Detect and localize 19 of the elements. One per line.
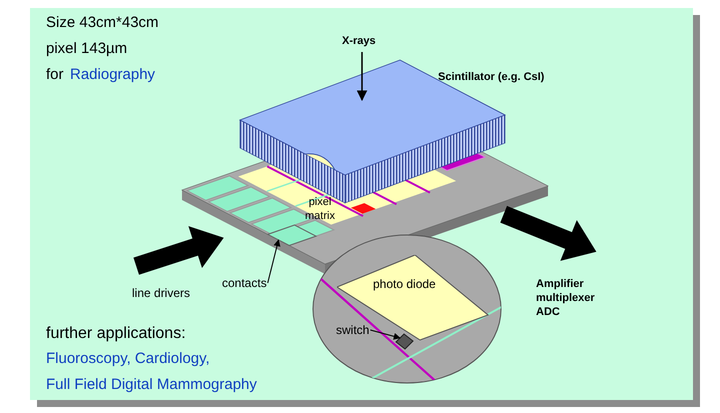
part-label: Scintillator (e.g. CsI)	[438, 70, 544, 84]
section-heading: further applications:	[46, 324, 186, 343]
switch-element	[395, 333, 414, 350]
application-text: Radiography	[70, 66, 156, 84]
part-label: contacts	[222, 276, 267, 290]
application-text: Full Field Digital Mammography	[46, 376, 257, 394]
part-label: photo diode	[373, 277, 436, 291]
spec-text: pixel 143µm	[46, 40, 128, 58]
leader-line	[370, 330, 401, 340]
photo-diode-panel	[337, 255, 489, 341]
spec-text: Size 43cm*43cm	[46, 14, 159, 32]
part-label: X-rays	[342, 34, 376, 48]
part-label: Amplifier multiplexer ADC	[536, 277, 596, 319]
application-text: Fluoroscopy, Cardiology,	[46, 350, 210, 368]
spec-text: for	[46, 66, 64, 84]
leader-line	[267, 239, 280, 284]
part-label: line drivers	[132, 286, 190, 301]
part-label: pixel matrix	[304, 195, 336, 223]
part-label: switch	[336, 323, 370, 337]
